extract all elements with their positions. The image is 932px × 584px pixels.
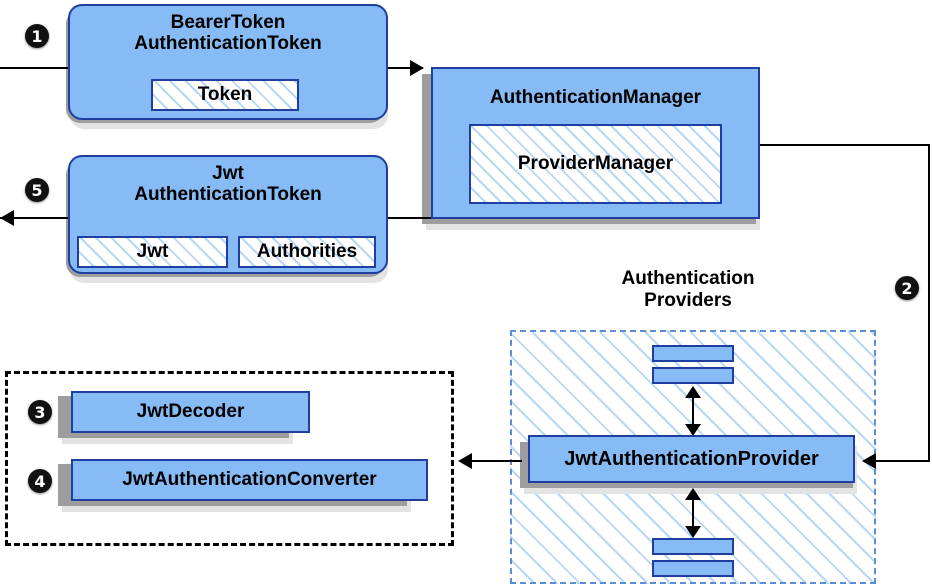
bearer-token-title-line2: AuthenticationToken [134, 33, 322, 55]
outbound-response-arrowhead [0, 210, 14, 226]
provider-link-bottom-arrowhead-down [685, 526, 701, 538]
manager-to-provider-vertical-line [928, 144, 930, 461]
step-badge-2: 2 [895, 276, 919, 300]
jwt-token-title-line2: AuthenticationToken [134, 184, 322, 206]
manager-to-provider-top-line [758, 144, 930, 146]
providers-caption-line2: Providers [644, 289, 732, 311]
manager-to-provider-bottom-line [870, 460, 930, 462]
jwt-token-title-line1: Jwt [212, 163, 244, 184]
provider-placeholder-bar-bottom-1 [652, 538, 734, 555]
manager-to-jwt-token-line [388, 217, 433, 219]
node-jwt-decoder[interactable]: JwtDecoder [71, 391, 310, 433]
step-badge-4: 4 [28, 469, 52, 493]
provider-placeholder-bar-top-2 [652, 367, 734, 384]
bearer-token-title-line1: BearerToken [170, 12, 286, 33]
manager-to-provider-arrowhead [862, 453, 876, 469]
provider-link-bottom-arrowhead-up [685, 488, 701, 500]
provider-to-support-line [466, 460, 522, 462]
authentication-providers-caption: Authentication Providers [585, 268, 791, 312]
inner-box-provider-manager[interactable]: ProviderManager [469, 124, 722, 204]
auth-manager-title: AuthenticationManager [489, 87, 702, 108]
bearer-to-manager-arrowhead [410, 60, 424, 76]
step-badge-5: 5 [25, 178, 49, 202]
provider-placeholder-bar-top-1 [652, 345, 734, 362]
inner-box-token[interactable]: Token [151, 79, 299, 111]
inbound-request-line [0, 67, 72, 69]
node-jwt-authentication-converter[interactable]: JwtAuthenticationConverter [71, 459, 428, 501]
provider-placeholder-bar-bottom-2 [652, 560, 734, 577]
provider-to-support-arrowhead [458, 453, 472, 469]
outbound-response-line [0, 217, 70, 219]
providers-caption-line1: Authentication [621, 268, 755, 289]
provider-link-bottom-line [692, 494, 694, 532]
provider-link-top-arrowhead-down [685, 424, 701, 436]
bearer-to-manager-line [388, 67, 423, 69]
inner-box-jwt[interactable]: Jwt [77, 236, 228, 268]
node-jwt-authentication-provider[interactable]: JwtAuthenticationProvider [528, 435, 855, 483]
inner-box-authorities[interactable]: Authorities [238, 236, 376, 268]
step-badge-3: 3 [28, 400, 52, 424]
step-badge-1: 1 [25, 24, 49, 48]
provider-link-top-arrowhead-up [685, 386, 701, 398]
provider-link-top-line [692, 392, 694, 430]
